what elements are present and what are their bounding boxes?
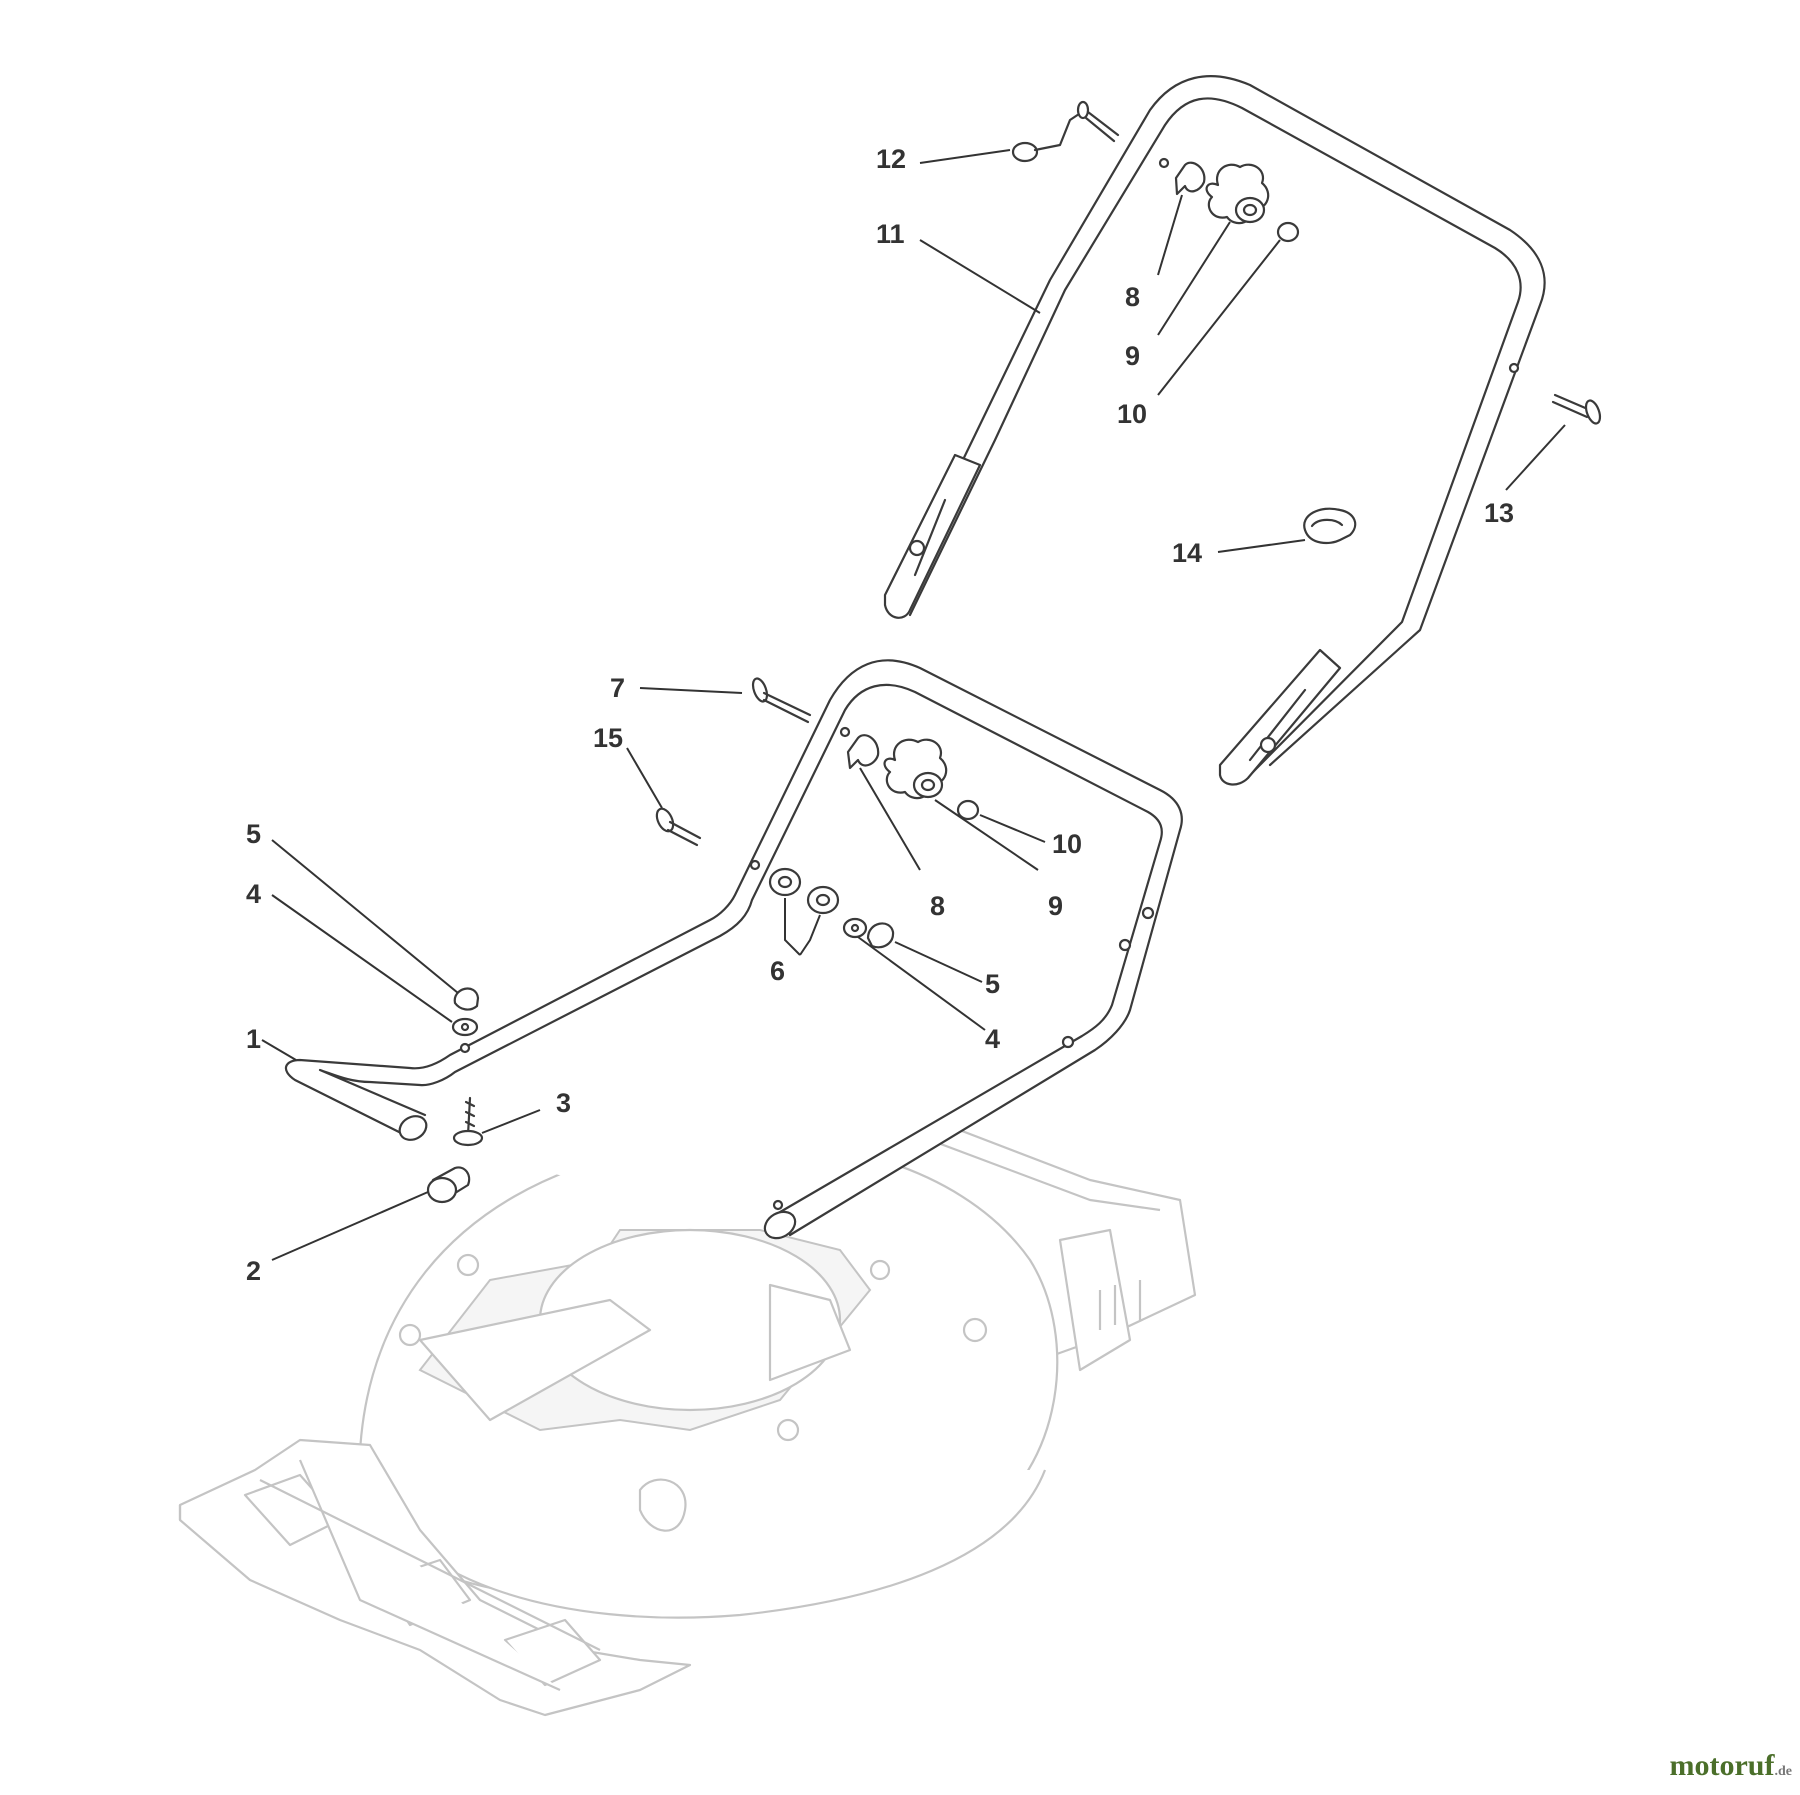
acorn-cap-5-right [866,922,895,949]
washers-6 [768,867,840,915]
bolt-3 [452,1096,484,1147]
reference-numbers: 1 2 3 4 5 4 5 6 7 15 8 9 10 8 9 10 11 12… [246,144,1514,1286]
cable-guide-12 [1011,100,1120,163]
label-3: 3 [556,1088,571,1118]
upper-handle [883,75,1546,786]
lower-handle [284,659,1183,1240]
label-4-left: 4 [246,879,261,909]
label-10-lower: 10 [1052,829,1082,859]
hardware [426,100,1602,1204]
cable-clip-14 [1303,507,1357,545]
label-12: 12 [876,144,906,174]
bolt-13 [1551,393,1602,425]
star-knob-9-upper [1205,163,1270,225]
nut-4-left [451,1017,479,1037]
acorn-cap-5-left [453,987,480,1011]
label-2: 2 [246,1256,261,1286]
clamp-8-upper [1174,161,1206,196]
label-9-lower: 9 [1048,891,1063,921]
leader-lines [261,149,1566,1261]
label-14: 14 [1172,538,1202,568]
nut-10-lower [956,799,980,821]
end-cap [426,1166,471,1204]
label-4-right: 4 [985,1024,1000,1054]
label-7: 7 [610,673,625,703]
label-11: 11 [876,219,905,249]
watermark-name: motoruf [1669,1749,1775,1782]
label-6: 6 [770,956,785,986]
nut-4-right [842,917,868,939]
label-1: 1 [246,1024,261,1054]
nut-10-upper [1276,221,1300,243]
watermark-logo: motoruf.de [1670,1749,1792,1783]
label-5-left: 5 [246,819,261,849]
label-15: 15 [593,723,623,753]
label-9-upper: 9 [1125,341,1140,371]
watermark-tld: .de [1774,1764,1793,1779]
clamp-8-lower [846,734,880,770]
label-8-upper: 8 [1125,282,1140,312]
label-10-upper: 10 [1117,399,1147,429]
mower-deck [178,1008,1197,1717]
label-5-right: 5 [985,969,1000,999]
label-8-lower: 8 [930,891,945,921]
label-13: 13 [1484,498,1514,528]
star-knob-9-lower [883,738,948,800]
bolt-7 [751,677,812,724]
bolt-15 [655,807,702,847]
